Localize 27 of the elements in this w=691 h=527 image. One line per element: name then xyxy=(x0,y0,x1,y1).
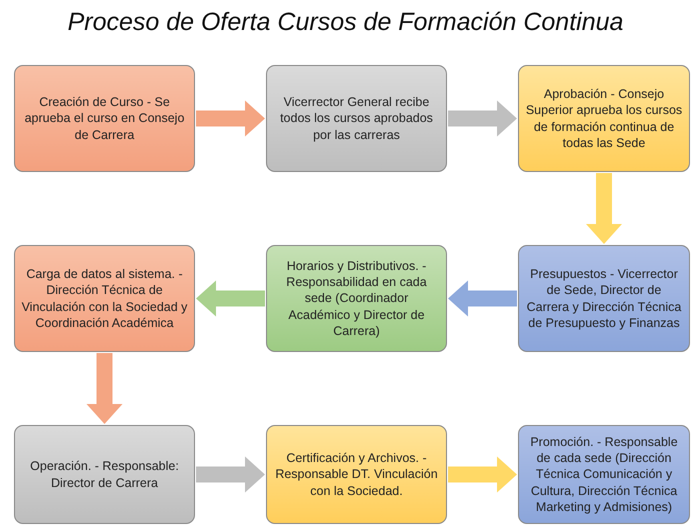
block-arrow xyxy=(448,456,517,492)
box-text: Aprobación - Consejo Superior aprueba los cursos de formación continua de todas las Sede xyxy=(525,86,683,151)
process-box xyxy=(518,245,690,352)
box-text: Horarios y Distributivos. - Responsabilidad en cada sede (Coordinador Académico y Director de Carrera) xyxy=(285,258,428,340)
process-box xyxy=(266,65,447,172)
block-arrow xyxy=(196,456,265,492)
block-arrow xyxy=(448,280,517,316)
box-text: Promoción. - Responsable de cada sede (Dirección Técnica Comunicación y Cultura, Dirección Técnica Marketing y Admisiones) xyxy=(529,434,679,516)
block-arrow xyxy=(586,173,622,244)
process-box xyxy=(14,245,195,352)
block-arrow xyxy=(86,353,122,424)
box-text: Creación de Curso - Se aprueba el curso en Consejo de Carrera xyxy=(24,94,186,143)
process-box xyxy=(518,425,690,524)
process-box xyxy=(266,425,447,524)
box-text: Presupuestos - Vicerrector de Sede, Director de Carrera y Dirección Técnica de Presupuesto y Finanzas xyxy=(526,266,682,331)
block-arrow xyxy=(196,280,265,316)
diagram-title: Proceso de Oferta Cursos de Formación Continua xyxy=(66,8,624,37)
box-text: Carga de datos al sistema. - Dirección Técnica de Vinculación con la Sociedad y Coordinación Académica xyxy=(21,266,188,331)
process-box xyxy=(14,425,195,524)
block-arrow xyxy=(448,100,517,136)
box-text: Vicerrector General recibe todos los cursos aprobados por las carreras xyxy=(279,94,434,143)
process-box xyxy=(518,65,690,172)
block-arrow xyxy=(196,100,265,136)
process-box xyxy=(266,245,447,352)
box-text: Operación. - Responsable: Director de Carrera xyxy=(29,458,180,491)
process-box xyxy=(14,65,195,172)
box-text: Certificación y Archivos. - Responsable DT. Vinculación con la Sociedad. xyxy=(274,450,439,499)
